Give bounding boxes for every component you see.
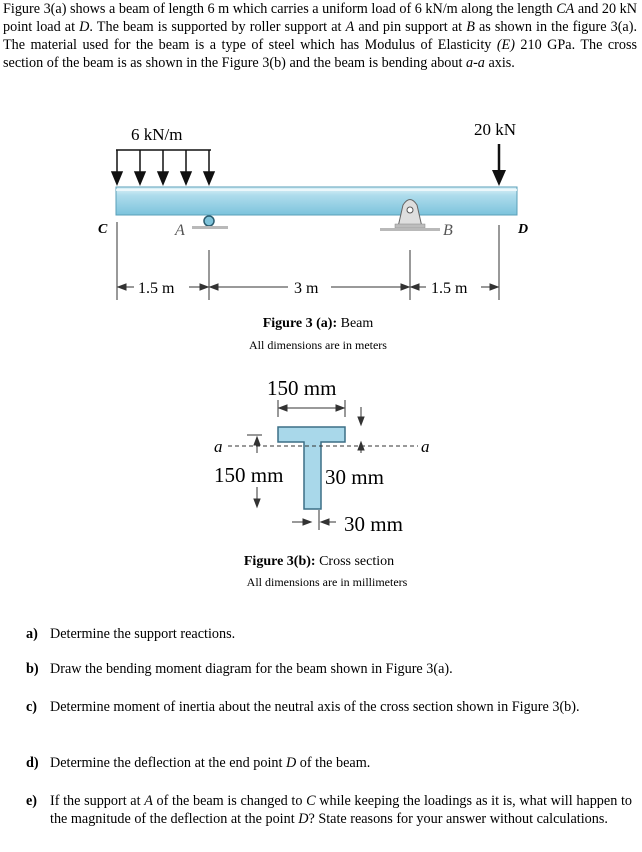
q-point: D [285, 755, 297, 771]
beam-caption: Figure 3 (a): Beam [263, 316, 374, 331]
q-text: ? State reasons for your answer without … [308, 811, 608, 827]
intro-a: A [345, 19, 355, 35]
section-note: All dimensions are in millimeters [247, 575, 408, 589]
beam-note: All dimensions are in meters [249, 338, 387, 352]
beam-diagram: 6 kN/m 20 kN C A B D [98, 120, 528, 352]
q-text: Determine the deflection at the end poin… [50, 755, 286, 771]
dim-ab: 3 m [294, 280, 319, 297]
q-text: of the beam. [296, 755, 371, 771]
intro-b: B [466, 19, 475, 35]
dimension-lines [116, 222, 500, 300]
udl-arrows [110, 149, 216, 186]
question-text: Determine moment of inertia about the ne… [50, 699, 580, 715]
intro-text: Figure 3(a) shows a beam of length 6 m w… [3, 1, 557, 17]
problem-statement: Figure 3(a) shows a beam of length 6 m w… [3, 0, 637, 72]
question-a: a) Determine the support reactions. [26, 625, 632, 643]
q-text: while keeping the loadings as it is, wha… [50, 793, 632, 827]
label-a: A [174, 222, 185, 239]
q-to: C [306, 793, 316, 809]
flange-thickness-label: 30 mm [344, 512, 403, 536]
q-point: D [298, 811, 309, 827]
udl-label: 6 kN/m [131, 125, 182, 144]
question-e: e) If the support at A of the beam is cha… [26, 792, 632, 828]
cross-section-diagram: 150 mm a a 150 mm 30 mm 30 mm Figure 3(b… [214, 376, 430, 589]
intro-aa: a-a [465, 55, 485, 71]
intro-e: (E) [496, 37, 515, 53]
intro-text: . The beam is supported by roller suppor… [89, 19, 346, 35]
intro-text: 210 GPa. The cross section of the beam i… [3, 37, 637, 71]
question-key: c) [26, 699, 38, 715]
label-c: C [98, 222, 108, 237]
intro-d: D [79, 19, 90, 35]
label-d: D [517, 222, 528, 237]
intro-text: and 20 kN point load at [3, 1, 637, 35]
intro-text: axis. [484, 55, 515, 71]
question-text: If the support at A of the beam is chang… [50, 792, 632, 828]
question-d: d) Determine the deflection at the end po… [26, 754, 632, 772]
point-load-label: 20 kN [474, 120, 516, 139]
web-thickness-label: 30 mm [325, 465, 384, 489]
point-load-arrow [492, 144, 506, 186]
beam [115, 186, 518, 216]
question-key: a) [26, 626, 38, 642]
q-from: A [144, 793, 153, 809]
flange-width-label: 150 mm [267, 376, 336, 400]
intro-ca: CA [556, 1, 575, 17]
dim-ca: 1.5 m [138, 280, 175, 297]
depth-label: 150 mm [214, 463, 283, 487]
section-dimension-lines [247, 400, 365, 530]
question-key: b) [26, 661, 39, 677]
question-key: e) [26, 793, 38, 809]
q-text: If the support at [50, 793, 145, 809]
q-text: of the beam is changed to [152, 793, 307, 809]
label-b: B [443, 222, 453, 239]
section-caption: Figure 3(b): Cross section [244, 554, 394, 569]
question-text: Determine the deflection at the end poin… [50, 754, 632, 772]
axis-label-left: a [214, 437, 223, 456]
question-key: d) [26, 755, 39, 771]
question-c: c) Determine moment of inertia about the … [26, 698, 632, 716]
question-text: Draw the bending moment diagram for the … [50, 661, 453, 677]
question-text: Determine the support reactions. [50, 626, 236, 642]
dim-bd: 1.5 m [431, 280, 468, 297]
t-section [277, 426, 346, 510]
pin-support-b [380, 199, 440, 231]
axis-label-right: a [421, 437, 430, 456]
question-b: b) Draw the bending moment diagram for th… [26, 660, 632, 678]
intro-text: and pin support at [354, 19, 467, 35]
roller-support-a [192, 215, 228, 229]
intro-text: as shown in the figure 3(a). The materia… [3, 19, 637, 53]
